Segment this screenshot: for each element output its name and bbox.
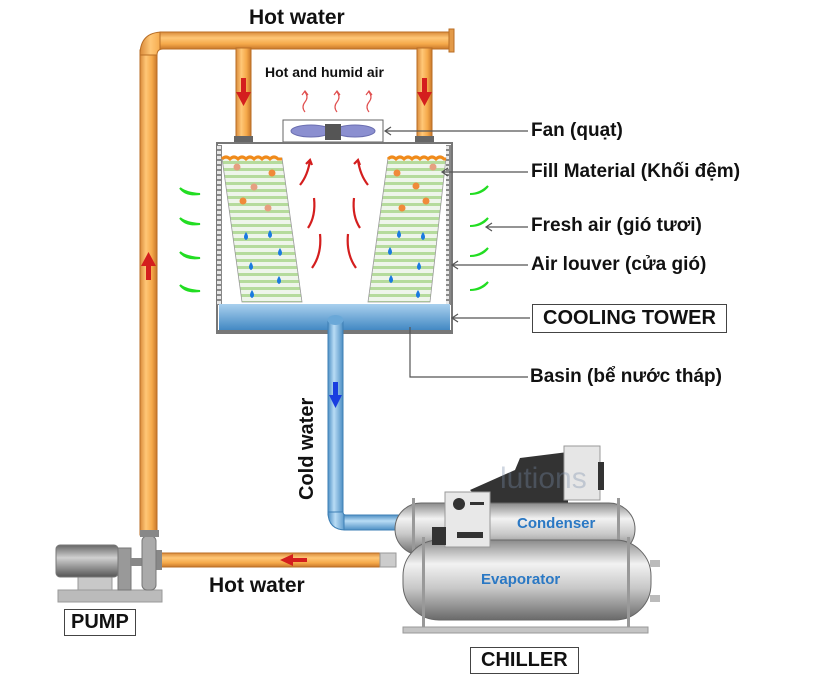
fan-icon	[290, 124, 376, 140]
label-cooling-tower: COOLING TOWER	[532, 304, 727, 333]
air-louver-left	[217, 145, 222, 305]
basin-leader	[409, 327, 528, 378]
label-hot-humid-air: Hot and humid air	[265, 64, 384, 80]
watermark: lutions	[500, 462, 587, 495]
fresh-air-leader	[484, 222, 528, 232]
flow-arrow-down-left	[236, 78, 251, 106]
internal-air-arrows	[299, 158, 369, 269]
callout-lines	[383, 126, 530, 378]
cooling-tower	[216, 119, 453, 334]
flow-arrow-left	[280, 554, 307, 566]
tower-leader	[450, 313, 530, 323]
label-condenser: Condenser	[517, 515, 596, 532]
label-fan: Fan (quạt)	[531, 120, 623, 141]
label-evaporator: Evaporator	[481, 571, 561, 588]
water-droplets	[233, 163, 437, 298]
label-cold-water: Cold water	[296, 397, 318, 500]
air-louver-right	[446, 145, 451, 305]
flow-arrow-cold-down	[329, 382, 342, 408]
cold-water-pipe	[327, 315, 401, 531]
hot-air-squiggles	[301, 90, 373, 113]
evaporator-tank	[402, 539, 652, 621]
label-pump: PUMP	[64, 609, 136, 636]
flow-arrow-down-right	[417, 78, 432, 106]
hot-water-return-pipe	[156, 550, 397, 570]
fan-leader	[383, 126, 528, 136]
pump	[55, 530, 163, 603]
flow-arrow-up-riser	[141, 252, 156, 280]
fresh-air-swooshes	[179, 185, 489, 293]
label-fresh-air: Fresh air (gió tươi)	[531, 215, 702, 236]
label-hot-water-bottom: Hot water	[209, 574, 305, 597]
label-fill-material: Fill Material (Khối đệm)	[531, 161, 741, 182]
label-air-louver: Air louver (cửa gió)	[531, 254, 707, 275]
label-chiller: CHILLER	[470, 647, 579, 674]
hot-flow-arrows	[141, 78, 432, 280]
louver-leader	[450, 260, 528, 270]
fill-leader	[440, 167, 528, 177]
chiller	[394, 445, 660, 634]
label-hot-water-top: Hot water	[249, 6, 345, 29]
label-basin: Basin (bể nước tháp)	[530, 366, 722, 387]
